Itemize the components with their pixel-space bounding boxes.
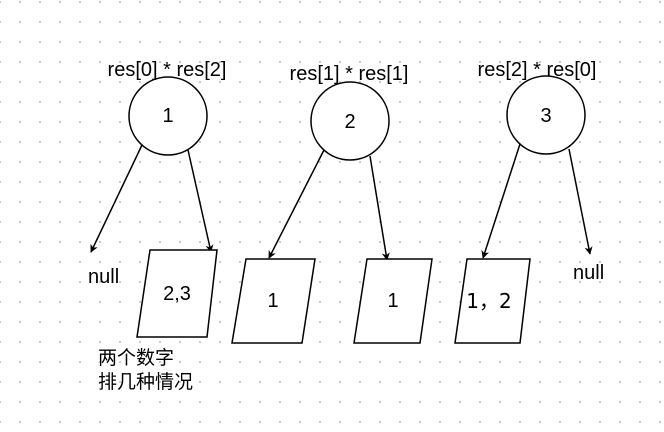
node-value-3: 3 [540,105,552,127]
formula-label-3: res[2] * res[0] [477,59,597,81]
node-value-2: 2 [344,111,356,133]
formula-label-2: res[1] * res[1] [289,63,409,85]
node-circle-1 [128,76,208,156]
formula-label-1: res[0] * res[2] [107,59,227,81]
box-label-4: 1，2 [466,289,512,313]
edge-1-right [187,149,214,253]
node-value-1: 1 [162,105,174,127]
edge-2-left [268,149,325,259]
note-line-1: 两个数字 [98,347,175,369]
null-label-right: null [573,262,605,284]
box-label-1: 2,3 [163,283,191,305]
box-label-2: 1 [267,290,279,312]
note-line-2: 排几种情况 [98,371,194,393]
box-shape-1 [136,249,218,338]
edge-3-right [568,148,593,255]
node-circle-3 [506,75,586,155]
box-label-3: 1 [387,290,399,312]
note-text: 两个数字 排几种情况 [98,346,193,394]
edge-3-left [481,143,521,259]
box-shape-4 [454,258,531,344]
node-circle-2 [310,81,390,161]
null-label-left: null [88,266,120,288]
box-shape-2 [231,258,316,344]
edge-1-left [90,144,143,253]
edge-2-right [369,155,390,261]
box-shape-3 [353,258,433,344]
